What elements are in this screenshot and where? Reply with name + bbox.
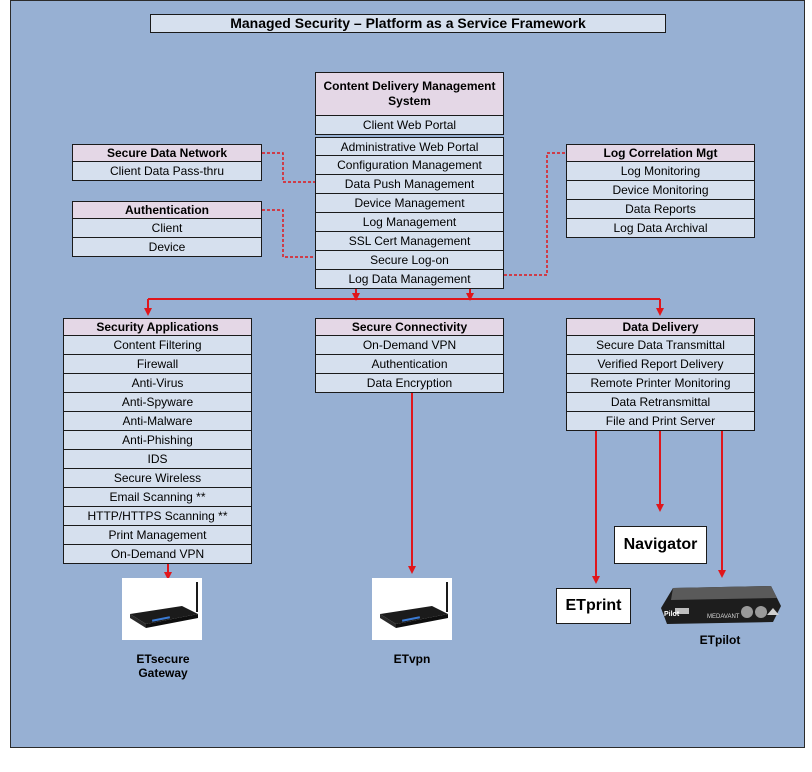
cdms-item: Data Push Management xyxy=(315,175,504,194)
data-delivery-panel: Data Delivery Secure Data Transmittal Ve… xyxy=(566,318,755,431)
cdms-item: Log Management xyxy=(315,213,504,232)
security-application-item: Anti-Phishing xyxy=(63,431,252,450)
security-application-item: Firewall xyxy=(63,355,252,374)
cdms-panel: Content Delivery Management System Clien… xyxy=(315,72,504,289)
cdms-item: Configuration Management xyxy=(315,156,504,175)
cdms-item: Client Web Portal xyxy=(315,116,504,135)
cdms-item: SSL Cert Management xyxy=(315,232,504,251)
log-correlation-panel: Log Correlation Mgt Log Monitoring Devic… xyxy=(566,144,755,238)
data-delivery-item: Data Retransmittal xyxy=(566,393,755,412)
etprint-box: ETprint xyxy=(556,588,631,624)
pilot-badge: Pilot xyxy=(664,611,680,618)
authentication-item: Device xyxy=(72,238,262,257)
security-applications-header: Security Applications xyxy=(63,318,252,336)
secure-data-network-header: Secure Data Network xyxy=(72,144,262,162)
secure-connectivity-item: Data Encryption xyxy=(315,374,504,393)
dashed-connector-secure-data-network xyxy=(262,152,315,183)
data-delivery-item: File and Print Server xyxy=(566,412,755,431)
data-delivery-header: Data Delivery xyxy=(566,318,755,336)
security-application-item: Secure Wireless xyxy=(63,469,252,488)
secure-data-network-panel: Secure Data Network Client Data Pass-thr… xyxy=(72,144,262,181)
data-delivery-item: Verified Report Delivery xyxy=(566,355,755,374)
log-correlation-item: Log Data Archival xyxy=(566,219,755,238)
authentication-header: Authentication xyxy=(72,201,262,219)
dashed-connector-authentication xyxy=(262,209,315,258)
security-application-item: Anti-Spyware xyxy=(63,393,252,412)
etsecure-router-image xyxy=(122,578,202,640)
navigator-box: Navigator xyxy=(614,526,707,564)
etpilot-caption: ETpilot xyxy=(699,633,741,647)
security-application-item: Print Management xyxy=(63,526,252,545)
diagram-title: Managed Security – Platform as a Service… xyxy=(150,14,666,33)
security-application-item: Email Scanning ** xyxy=(63,488,252,507)
pilot-brand: MEDAVANT xyxy=(707,614,740,620)
cdms-item: Log Data Management xyxy=(315,270,504,289)
data-delivery-item: Remote Printer Monitoring xyxy=(566,374,755,393)
cdms-item: Device Management xyxy=(315,194,504,213)
secure-data-network-item: Client Data Pass-thru xyxy=(72,162,262,181)
security-application-item: Anti-Virus xyxy=(63,374,252,393)
log-correlation-item: Device Monitoring xyxy=(566,181,755,200)
etsecure-caption: ETsecure Gateway xyxy=(136,652,190,680)
log-correlation-item: Data Reports xyxy=(566,200,755,219)
cdms-header: Content Delivery Management System xyxy=(315,72,504,116)
log-correlation-header: Log Correlation Mgt xyxy=(566,144,755,162)
log-correlation-item: Log Monitoring xyxy=(566,162,755,181)
secure-connectivity-item: On-Demand VPN xyxy=(315,336,504,355)
etvpn-router-image xyxy=(372,578,452,640)
cdms-item: Administrative Web Portal xyxy=(315,137,504,156)
authentication-item: Client xyxy=(72,219,262,238)
dashed-connector-log-correlation xyxy=(504,152,566,276)
cdms-item: Secure Log-on xyxy=(315,251,504,270)
security-application-item: IDS xyxy=(63,450,252,469)
security-application-item: On-Demand VPN xyxy=(63,545,252,564)
etvpn-caption: ETvpn xyxy=(393,652,431,666)
security-application-item: Content Filtering xyxy=(63,336,252,355)
secure-connectivity-header: Secure Connectivity xyxy=(315,318,504,336)
security-applications-panel: Security Applications Content Filtering … xyxy=(63,318,252,564)
secure-connectivity-panel: Secure Connectivity On-Demand VPN Authen… xyxy=(315,318,504,393)
security-application-item: Anti-Malware xyxy=(63,412,252,431)
secure-connectivity-item: Authentication xyxy=(315,355,504,374)
data-delivery-item: Secure Data Transmittal xyxy=(566,336,755,355)
authentication-panel: Authentication Client Device xyxy=(72,201,262,257)
etpilot-device-image: Pilot MEDAVANT xyxy=(655,582,785,630)
security-application-item: HTTP/HTTPS Scanning ** xyxy=(63,507,252,526)
